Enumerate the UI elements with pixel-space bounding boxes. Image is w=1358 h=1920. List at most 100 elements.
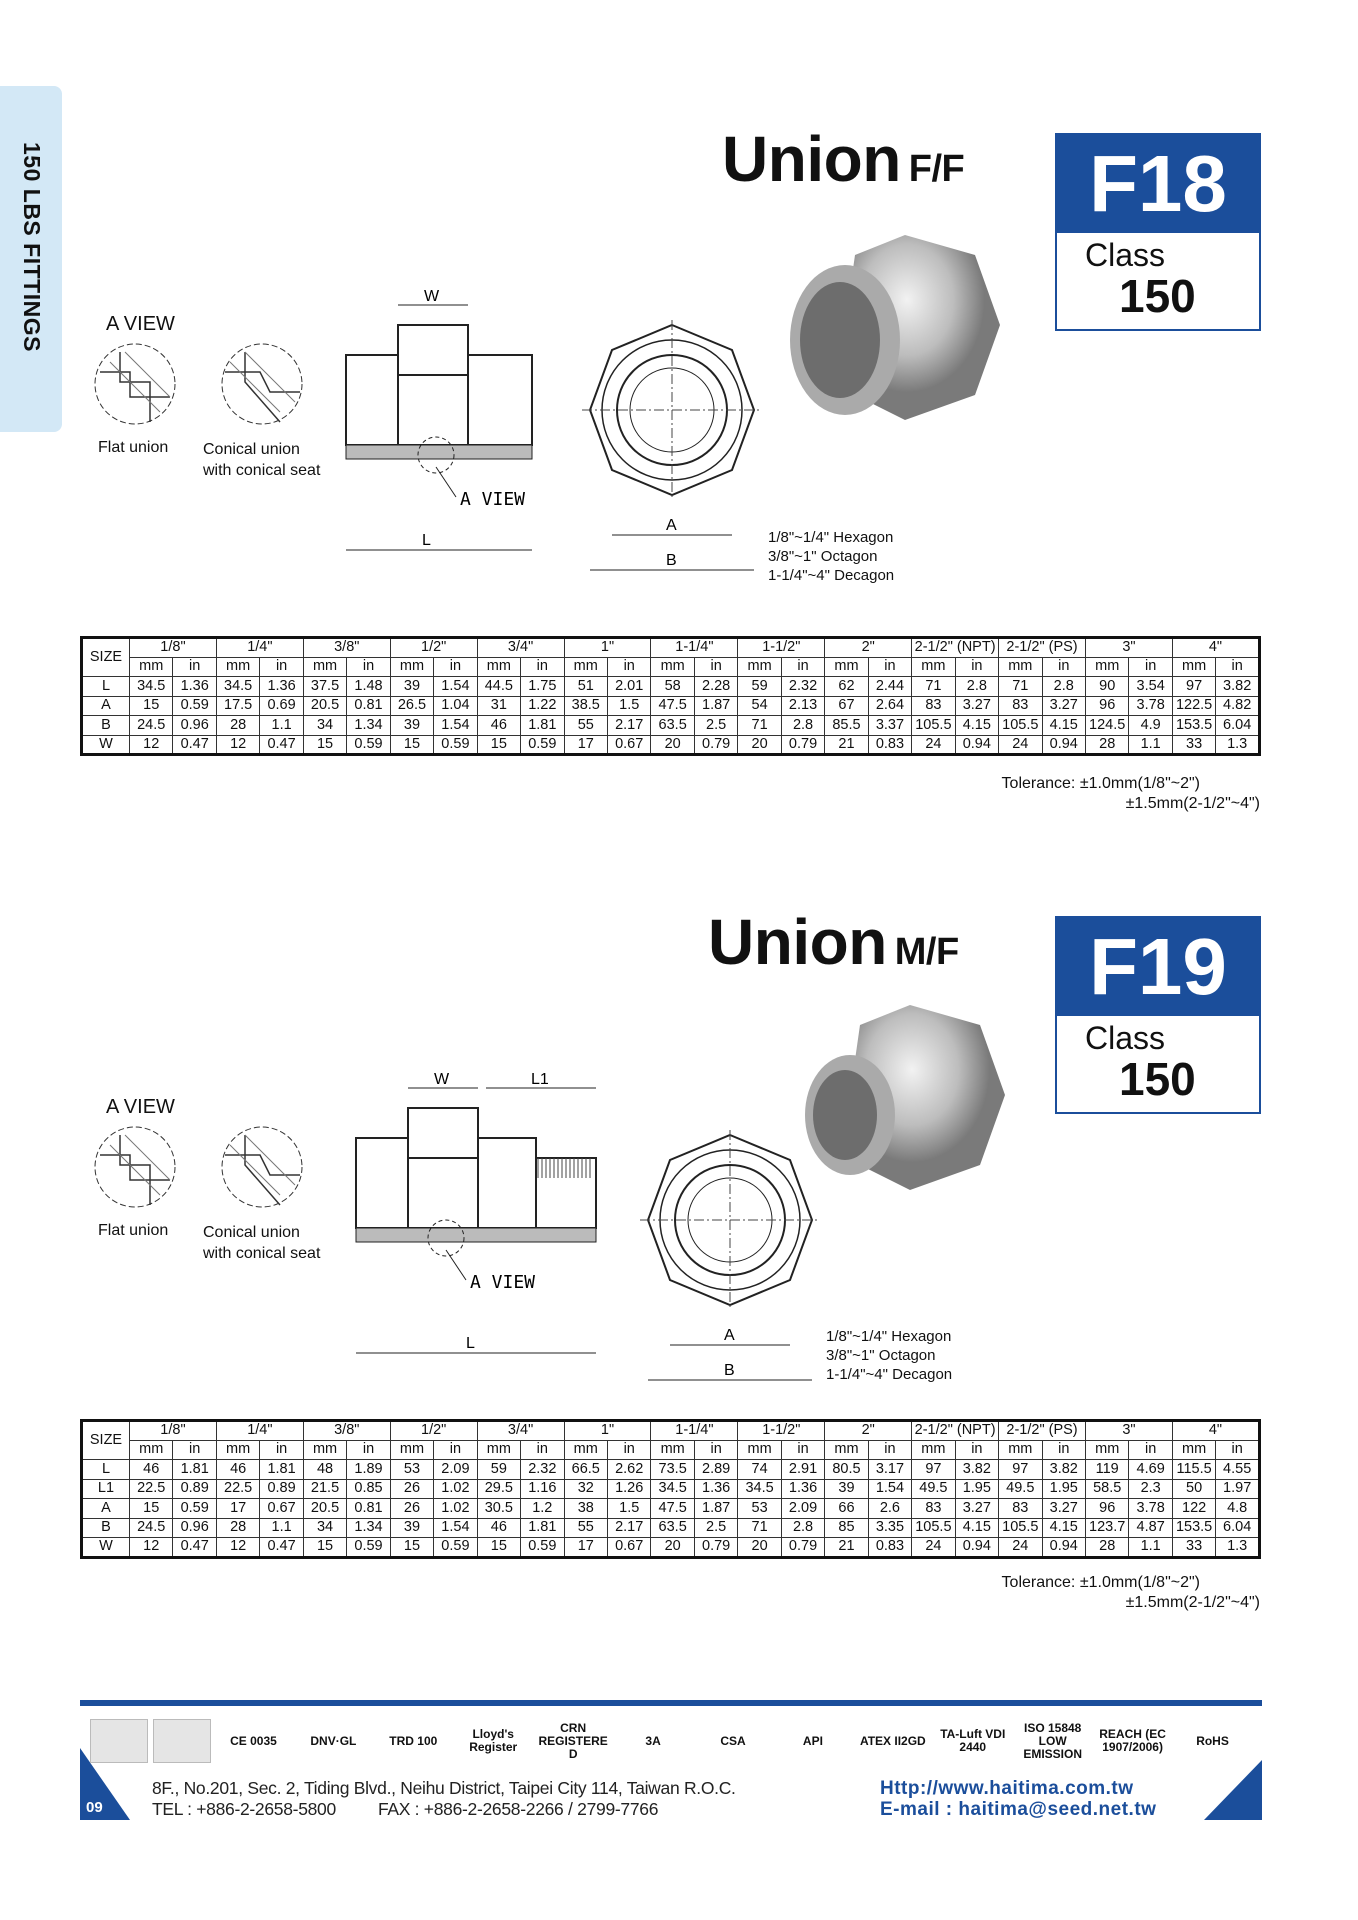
- table-cell: 83: [998, 1498, 1043, 1519]
- unit-in: in: [1041, 656, 1086, 677]
- unit-mm: mm: [998, 1439, 1043, 1460]
- table-cell: 44.5: [476, 676, 522, 697]
- cert-logo: API: [802, 1733, 823, 1748]
- table-cell: 4.15: [1041, 1517, 1086, 1538]
- table-cell: 39: [389, 676, 435, 697]
- table-cell: 83: [911, 695, 956, 716]
- website-link[interactable]: Http://www.haitima.com.tw: [880, 1778, 1134, 1799]
- size-column-header: 1-1/4": [650, 1420, 739, 1441]
- table-cell: 97: [998, 1459, 1043, 1480]
- unit-mm: mm: [128, 1439, 174, 1460]
- address-block: 8F., No.201, Sec. 2, Tiding Blvd., Neihu…: [152, 1778, 736, 1820]
- table-cell: 97: [911, 1459, 956, 1480]
- table-cell: 2.6: [867, 1498, 913, 1519]
- cert-logo: CRN REGISTERED: [538, 1720, 608, 1761]
- table-cell: 1.34: [346, 715, 391, 736]
- table-cell: 0.67: [606, 734, 652, 755]
- unit-in: in: [693, 656, 739, 677]
- unit-in: in: [867, 1439, 913, 1460]
- table-cell: 3.54: [1128, 676, 1173, 697]
- table-cell: 4.55: [1215, 1459, 1260, 1480]
- footer-corner-right: [1204, 1760, 1262, 1820]
- email-link[interactable]: E-mail : haitima@seed.net.tw: [880, 1799, 1157, 1820]
- unit-in: in: [606, 656, 652, 677]
- table-cell: 46: [128, 1459, 174, 1480]
- unit-mm: mm: [563, 1439, 608, 1460]
- unit-in: in: [433, 1439, 478, 1460]
- tuv-logo: [90, 1719, 148, 1763]
- table-cell: 1.1: [259, 1517, 304, 1538]
- table-cell: 0.59: [346, 1537, 391, 1558]
- dim-b: B: [666, 552, 677, 569]
- table-cell: 15: [476, 1537, 522, 1558]
- table-cell: 15: [389, 1537, 435, 1558]
- table-cell: 15: [389, 734, 435, 755]
- table-cell: 12: [128, 734, 174, 755]
- a-view-details: [94, 343, 303, 425]
- table-cell: 59: [737, 676, 782, 697]
- table-cell: 105.5: [998, 1517, 1043, 1538]
- table-cell: 15: [128, 1498, 174, 1519]
- side-view-drawing: A VIEW W L1 L: [355, 1071, 597, 1354]
- table-cell: 83: [998, 695, 1043, 716]
- unit-in: in: [346, 656, 391, 677]
- table-cell: 33: [1171, 734, 1217, 755]
- table-cell: 124.5: [1084, 715, 1130, 736]
- table-cell: 1.36: [172, 676, 217, 697]
- table-cell: 1.54: [433, 1517, 478, 1538]
- table-cell: 12: [215, 734, 261, 755]
- table-cell: 28: [1084, 734, 1130, 755]
- table-cell: 46: [476, 715, 522, 736]
- table-cell: 38: [563, 1498, 608, 1519]
- row-label: B: [81, 1517, 130, 1538]
- table-cell: 24: [998, 1537, 1043, 1558]
- table-cell: 2.09: [780, 1498, 826, 1519]
- table-cell: 0.79: [780, 1537, 826, 1558]
- table-cell: 2.89: [693, 1459, 739, 1480]
- table-cell: 62: [824, 676, 869, 697]
- table-cell: 3.82: [1215, 676, 1260, 697]
- size-header: SIZE: [81, 1420, 130, 1460]
- table-cell: 21: [824, 734, 869, 755]
- unit-in: in: [954, 656, 1000, 677]
- table-cell: 1.3: [1215, 734, 1260, 755]
- table-cell: 97: [1171, 676, 1217, 697]
- table-cell: 58.5: [1084, 1478, 1130, 1499]
- table-cell: 17: [215, 1498, 261, 1519]
- table-cell: 39: [824, 1478, 869, 1499]
- fax: FAX : +886-2-2658-2266 / 2799-7766: [377, 1799, 659, 1819]
- table-cell: 47.5: [650, 1498, 695, 1519]
- table-cell: 4.15: [954, 715, 1000, 736]
- unit-mm: mm: [911, 656, 956, 677]
- table-cell: 0.59: [172, 1498, 217, 1519]
- table-cell: 105.5: [911, 1517, 956, 1538]
- table-cell: 1.54: [867, 1478, 913, 1499]
- table-cell: 2.64: [867, 695, 913, 716]
- table-cell: 3.27: [1041, 695, 1086, 716]
- table-cell: 39: [389, 1517, 435, 1538]
- cert-logo: Lloyd's Register: [469, 1727, 518, 1754]
- unit-mm: mm: [302, 1439, 348, 1460]
- unit-in: in: [606, 1439, 652, 1460]
- shape-note: 1/8"~1/4" Hexagon: [826, 1328, 952, 1345]
- table-cell: 34: [302, 1517, 348, 1538]
- table-cell: 15: [476, 734, 522, 755]
- table-cell: 74: [737, 1459, 782, 1480]
- table-cell: 153.5: [1171, 1517, 1217, 1538]
- table-cell: 0.81: [346, 1498, 391, 1519]
- table-cell: 1.36: [259, 676, 304, 697]
- table-cell: 1.81: [520, 715, 565, 736]
- table-cell: 3.35: [867, 1517, 913, 1538]
- table-cell: 24.5: [128, 1517, 174, 1538]
- table-cell: 1.36: [780, 1478, 826, 1499]
- table-cell: 1.36: [693, 1478, 739, 1499]
- table-cell: 80.5: [824, 1459, 869, 1480]
- table-cell: 17: [563, 1537, 608, 1558]
- table-cell: 71: [911, 676, 956, 697]
- unit-mm: mm: [1171, 1439, 1217, 1460]
- table-cell: 0.67: [259, 1498, 304, 1519]
- table-cell: 0.59: [433, 1537, 478, 1558]
- shape-note: 1/8"~1/4" Hexagon: [768, 529, 894, 546]
